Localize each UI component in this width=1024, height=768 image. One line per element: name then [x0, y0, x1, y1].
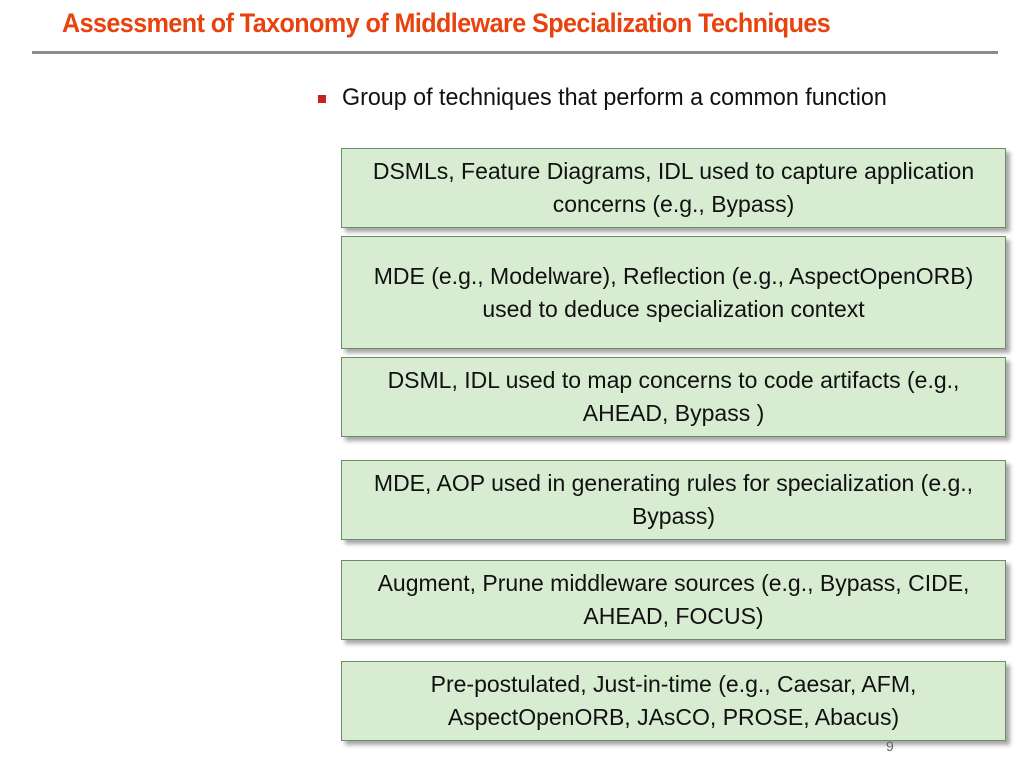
technique-box-text: Pre-postulated, Just-in-time (e.g., Caes…: [430, 671, 917, 730]
technique-box-augment-prune: Augment, Prune middleware sources (e.g.,…: [341, 560, 1006, 640]
technique-box-generate-rules: MDE, AOP used in generating rules for sp…: [341, 460, 1006, 540]
technique-box-weaving-time: Pre-postulated, Just-in-time (e.g., Caes…: [341, 661, 1006, 741]
technique-box-text: Augment, Prune middleware sources (e.g.,…: [377, 570, 970, 629]
technique-box-text: DSMLs, Feature Diagrams, IDL used to cap…: [372, 158, 975, 217]
title-underline: [32, 51, 998, 54]
bullet-text: Group of techniques that perform a commo…: [342, 84, 887, 111]
slide-title: Assessment of Taxonomy of Middleware Spe…: [62, 8, 831, 38]
bullet-item: Group of techniques that perform a commo…: [318, 84, 1018, 116]
technique-box-map-concerns: DSML, IDL used to map concerns to code a…: [341, 357, 1006, 437]
technique-box-capture-concerns: DSMLs, Feature Diagrams, IDL used to cap…: [341, 148, 1006, 228]
technique-box-text: MDE, AOP used in generating rules for sp…: [373, 470, 974, 529]
technique-box-text: DSML, IDL used to map concerns to code a…: [387, 367, 960, 426]
page-number: 9: [886, 738, 894, 754]
technique-box-deduce-context: MDE (e.g., Modelware), Reflection (e.g.,…: [341, 236, 1006, 349]
square-bullet-icon: [318, 95, 326, 103]
technique-box-text: MDE (e.g., Modelware), Reflection (e.g.,…: [373, 262, 974, 322]
